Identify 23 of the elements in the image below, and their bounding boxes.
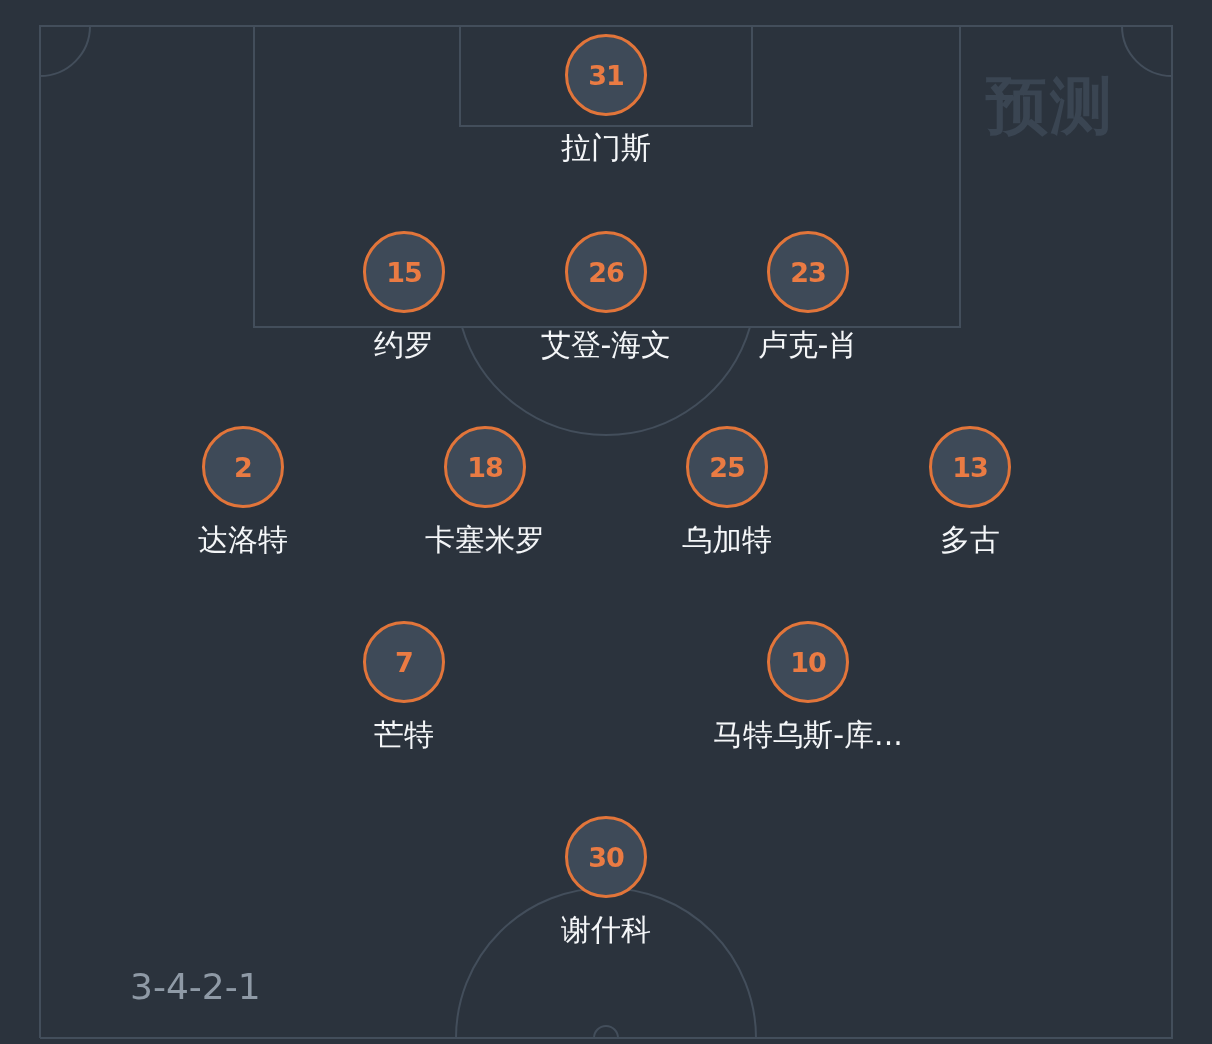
player-name: 芒特 [374, 717, 434, 753]
player-name: 约罗 [374, 327, 434, 363]
player-number-circle: 10 [767, 621, 849, 703]
player-number-circle: 25 [686, 426, 768, 508]
player-number-circle: 2 [202, 426, 284, 508]
player-name: 谢什科 [561, 912, 651, 948]
formation-text: 3-4-2-1 [130, 965, 261, 1009]
player-number-circle: 23 [767, 231, 849, 313]
player-name: 卢克-肖 [757, 327, 859, 363]
player-number-circle: 18 [444, 426, 526, 508]
player-name: 乌加特 [682, 522, 772, 558]
player-name: 多古 [940, 522, 1000, 558]
player-name: 达洛特 [198, 522, 288, 558]
player-name: 马特乌斯-库... [713, 717, 903, 753]
player-number-circle: 26 [565, 231, 647, 313]
player-number-circle: 7 [363, 621, 445, 703]
player-number-circle: 31 [565, 34, 647, 116]
player-number-circle: 13 [929, 426, 1011, 508]
player-name: 拉门斯 [561, 130, 651, 166]
player-name: 卡塞米罗 [425, 522, 545, 558]
player-number-circle: 15 [363, 231, 445, 313]
player-name: 艾登-海文 [540, 327, 672, 363]
player-number-circle: 30 [565, 816, 647, 898]
